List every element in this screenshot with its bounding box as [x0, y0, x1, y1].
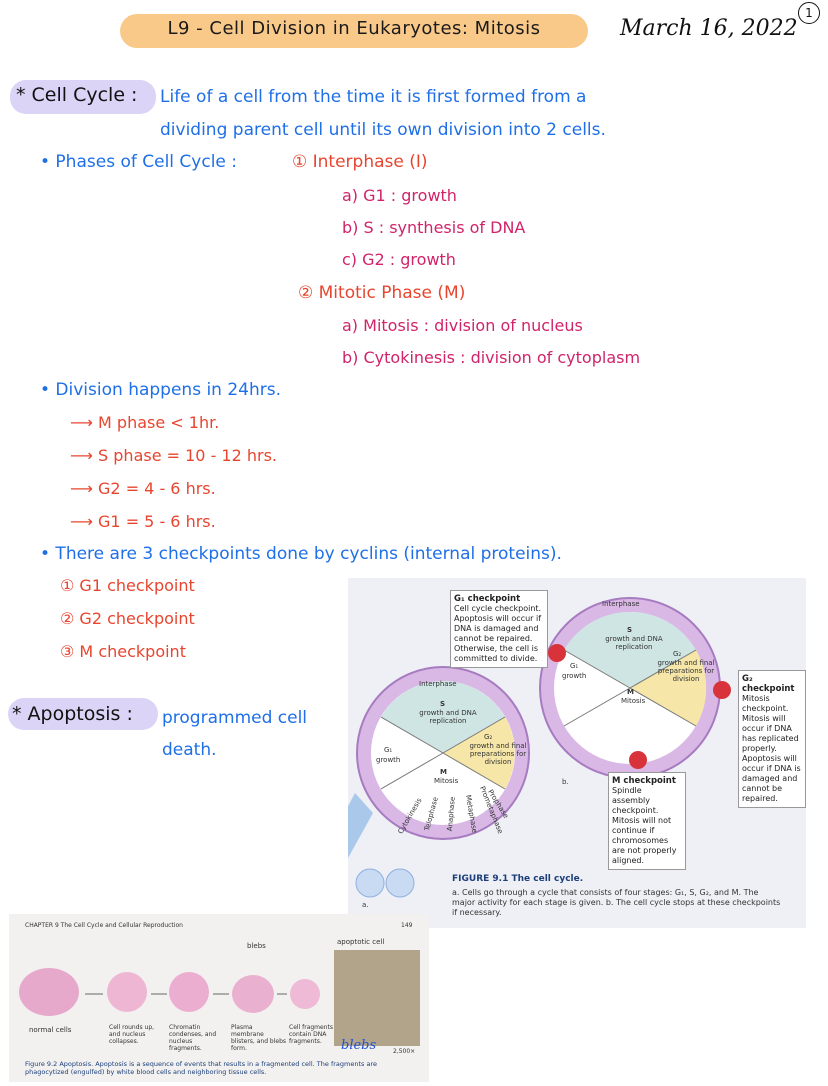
- cell-cycle-definition-1: Life of a cell from the time it is first…: [160, 87, 587, 107]
- figure-label-b: b.: [562, 778, 569, 786]
- m-checkpoint-title: M checkpoint: [612, 776, 676, 786]
- g2-desc-a: growth and final preparations for divisi…: [469, 742, 527, 766]
- checkpoint-item: ③ M checkpoint: [60, 642, 186, 661]
- term-highlight: [10, 80, 156, 114]
- g2-checkpoint-title: G₂ checkpoint: [742, 674, 795, 694]
- g1-checkpoint-callout: G₁ checkpoint Cell cycle checkpoint. Apo…: [450, 590, 548, 668]
- s-label-b: S: [627, 626, 633, 634]
- s-desc-b: growth and DNA replication: [605, 635, 663, 651]
- apoptosis-definition-1: programmed cell: [162, 708, 308, 728]
- checkpoints-label: • There are 3 checkpoints done by cyclin…: [40, 544, 562, 564]
- g1-desc-a: growth: [376, 756, 401, 764]
- apoptotic-cell-label: apoptotic cell: [337, 938, 385, 946]
- g2-checkpoint-callout: G₂ checkpoint Mitosis checkpoint. Mitosi…: [738, 670, 806, 808]
- s-label-a: S: [440, 700, 446, 708]
- cell-cycle-term: * Cell Cycle :: [16, 84, 138, 106]
- blebs-label: blebs: [247, 942, 266, 950]
- stage-label: Chromatin condenses, and nucleus fragmen…: [169, 1024, 217, 1052]
- g2-desc-b: growth and final preparations for divisi…: [657, 659, 715, 683]
- figure-label-a: a.: [362, 901, 369, 909]
- s-desc-a: growth and DNA replication: [419, 709, 477, 725]
- handwritten-blebs: blebs: [341, 1038, 377, 1053]
- mitotic-heading: ② Mitotic Phase (M): [298, 283, 466, 303]
- apoptosis-definition-2: death.: [162, 740, 217, 760]
- g2-label-b: G₂: [673, 650, 682, 658]
- cell-cycle-diagram: [348, 597, 731, 898]
- division-item: ⟶ M phase < 1hr.: [70, 413, 220, 432]
- m-label-a: M: [440, 768, 447, 776]
- apoptosis-figure: CHAPTER 9 The Cell Cycle and Cellular Re…: [9, 914, 429, 1082]
- checkpoint-item: ① G1 checkpoint: [60, 576, 195, 595]
- mitosis-item: a) Mitosis : division of nucleus: [342, 316, 583, 335]
- apoptosis-term: * Apoptosis :: [12, 703, 133, 725]
- phases-label: • Phases of Cell Cycle :: [40, 152, 238, 172]
- g1-label-b: G₁: [570, 662, 579, 670]
- g1-label-a: G₁: [384, 746, 393, 754]
- division-item: ⟶ G2 = 4 - 6 hrs.: [70, 479, 216, 498]
- cell-cycle-figure: Interphase S growth and DNA replication …: [348, 578, 806, 928]
- mitosis-label-a: Mitosis: [434, 777, 459, 785]
- page-number: 1: [798, 2, 820, 24]
- term-highlight: [8, 698, 158, 730]
- page-title: L9 - Cell Division in Eukaryotes: Mitosi…: [167, 18, 541, 39]
- cell-cycle-definition-2: dividing parent cell until its own divis…: [160, 120, 606, 140]
- cytokinesis-item: b) Cytokinesis : division of cytoplasm: [342, 348, 641, 367]
- g1-checkpoint-text: Cell cycle checkpoint. Apoptosis will oc…: [454, 604, 542, 663]
- g1-checkpoint-title: G₁ checkpoint: [454, 594, 521, 604]
- division-item: ⟶ G1 = 5 - 6 hrs.: [70, 512, 216, 531]
- stage-label: Cell rounds up, and nucleus collapses.: [109, 1024, 155, 1045]
- stage-label: normal cells: [29, 1026, 72, 1034]
- mitosis-label-b: Mitosis: [621, 697, 646, 705]
- division-label: • Division happens in 24hrs.: [40, 380, 282, 400]
- book-page-number: 149: [401, 922, 413, 929]
- interphase-label-b: Interphase: [602, 600, 640, 608]
- figure1-caption-title: FIGURE 9.1 The cell cycle.: [452, 874, 584, 884]
- m-checkpoint-text: Spindle assembly checkpoint. Mitosis wil…: [612, 786, 677, 865]
- stage-label: Plasma membrane blisters, and blebs form…: [231, 1024, 287, 1052]
- m-checkpoint-callout: M checkpoint Spindle assembly checkpoint…: [608, 772, 686, 870]
- g2-checkpoint-text: Mitosis checkpoint. Mitosis will occur i…: [742, 694, 801, 803]
- figure1-caption-text: a. Cells go through a cycle that consist…: [452, 888, 781, 917]
- magnification-label: 2,500×: [393, 1048, 416, 1055]
- division-item: ⟶ S phase = 10 - 12 hrs.: [70, 446, 278, 465]
- s-item: b) S : synthesis of DNA: [342, 218, 526, 237]
- g2-label-a: G₂: [484, 733, 493, 741]
- figure2-caption: Figure 9.2 Apoptosis. Apoptosis is a seq…: [25, 1060, 377, 1076]
- g1-item: a) G1 : growth: [342, 186, 457, 205]
- title-highlight: [120, 14, 588, 48]
- interphase-heading: ① Interphase (I): [292, 152, 428, 172]
- stage-label: Cell fragments contain DNA fragments.: [289, 1024, 334, 1045]
- checkpoint-item: ② G2 checkpoint: [60, 609, 195, 628]
- m-label-b: M: [627, 688, 634, 696]
- g2-item: c) G2 : growth: [342, 250, 456, 269]
- book-header: CHAPTER 9 The Cell Cycle and Cellular Re…: [25, 922, 183, 929]
- apoptosis-diagram: [19, 950, 420, 1046]
- interphase-label-a: Interphase: [419, 680, 457, 688]
- page-date: March 16, 2022: [620, 16, 798, 41]
- g1-desc-b: growth: [562, 672, 587, 680]
